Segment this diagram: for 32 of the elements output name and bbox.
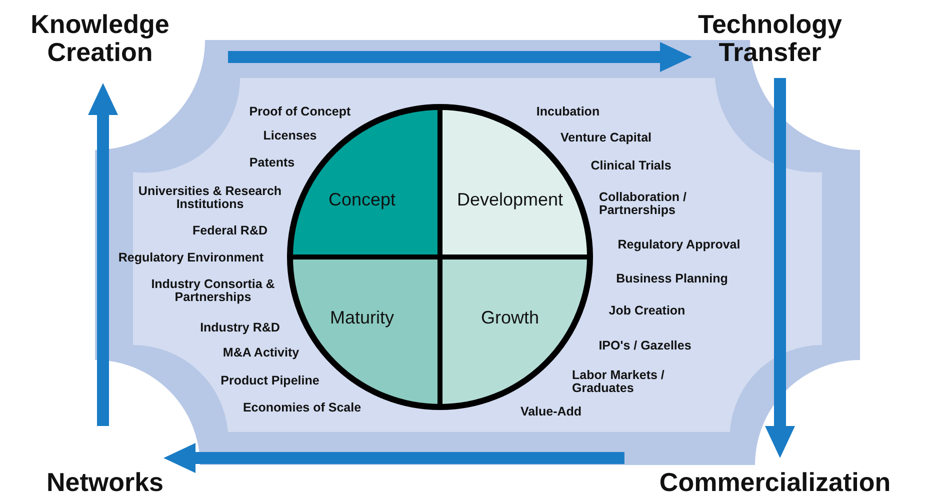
factor-label: Universities & Research Institutions — [137, 185, 283, 211]
factor-label: Patents — [248, 156, 296, 170]
stage-heading: Networks — [46, 468, 164, 496]
arrow — [228, 42, 692, 72]
factor-label: Venture Capital — [560, 132, 652, 144]
factor-label: M&A Activity — [222, 346, 300, 360]
stage-heading: Technology Transfer — [689, 10, 851, 66]
arrow — [164, 443, 624, 473]
quadrant-label: Development — [456, 190, 564, 210]
factor-label: Clinical Trials — [590, 160, 672, 172]
stage-heading: Knowledge Creation — [0, 10, 200, 66]
factor-label: Incubation — [535, 106, 601, 118]
stage-heading: Commercialization — [659, 468, 891, 496]
quadrant-label: Maturity — [330, 308, 394, 328]
factor-label: IPO's / Gazelles — [598, 340, 692, 352]
quadrant-label: Growth — [480, 308, 540, 328]
factor-label: Job Creation — [608, 304, 686, 318]
factor-label: Labor Markets / Graduates — [572, 369, 666, 395]
factor-label: Regulatory Environment — [117, 252, 265, 264]
factor-label: Business Planning — [615, 272, 729, 286]
factor-label: Economies of Scale — [242, 402, 362, 414]
factor-label: Regulatory Approval — [616, 238, 742, 252]
factor-label: Industry Consortia & Partnerships — [150, 278, 276, 304]
factor-label: Collaboration / Partnerships — [599, 191, 688, 217]
factor-label: Product Pipeline — [220, 374, 320, 388]
arrow — [88, 83, 118, 426]
factor-label: Proof of Concept — [248, 106, 352, 118]
factor-label: Value-Add — [519, 406, 583, 418]
factor-label: Licenses — [262, 130, 318, 142]
quadrant-label: Concept — [328, 190, 396, 210]
factor-label: Federal R&D — [191, 224, 269, 238]
factor-label: Industry R&D — [199, 322, 281, 334]
